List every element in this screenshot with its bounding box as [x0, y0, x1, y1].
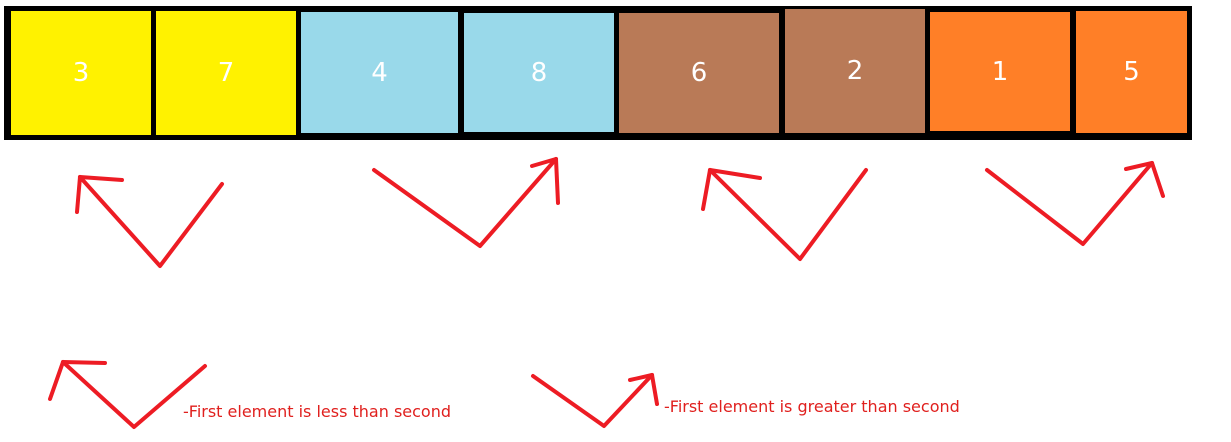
- cell-value: 3: [72, 58, 90, 88]
- cell-value: 1: [991, 56, 1009, 87]
- array-cell-5: 6: [619, 13, 779, 133]
- cell-value: 4: [371, 57, 388, 88]
- legend-less-label: -First element is less than second: [183, 402, 452, 421]
- array-cell-6: 2: [785, 9, 925, 133]
- array-cell-7: 1: [930, 12, 1070, 131]
- left-up-arrow-icon: [75, 175, 224, 268]
- legend-right-up-arrow-icon: [531, 373, 659, 428]
- cell-value: 6: [690, 58, 708, 88]
- right-up-arrow-icon: [372, 157, 560, 248]
- cell-value: 5: [1123, 57, 1140, 87]
- array-cell-1: 3: [11, 11, 151, 135]
- array-cell-4: 8: [464, 13, 614, 132]
- array-strip: 3 7 4 8 6 2 1 5: [4, 6, 1192, 140]
- cell-value: 2: [846, 56, 864, 86]
- right-up-arrow-icon: [985, 161, 1165, 246]
- array-cell-3: 4: [301, 12, 458, 133]
- cell-value: 7: [217, 58, 235, 88]
- legend-greater-label: -First element is greater than second: [664, 397, 960, 416]
- array-cell-8: 5: [1076, 11, 1187, 133]
- left-up-arrow-icon: [701, 168, 868, 261]
- legend-left-up-arrow-icon: [48, 360, 207, 429]
- cell-value: 8: [530, 57, 548, 88]
- array-cell-2: 7: [156, 11, 296, 135]
